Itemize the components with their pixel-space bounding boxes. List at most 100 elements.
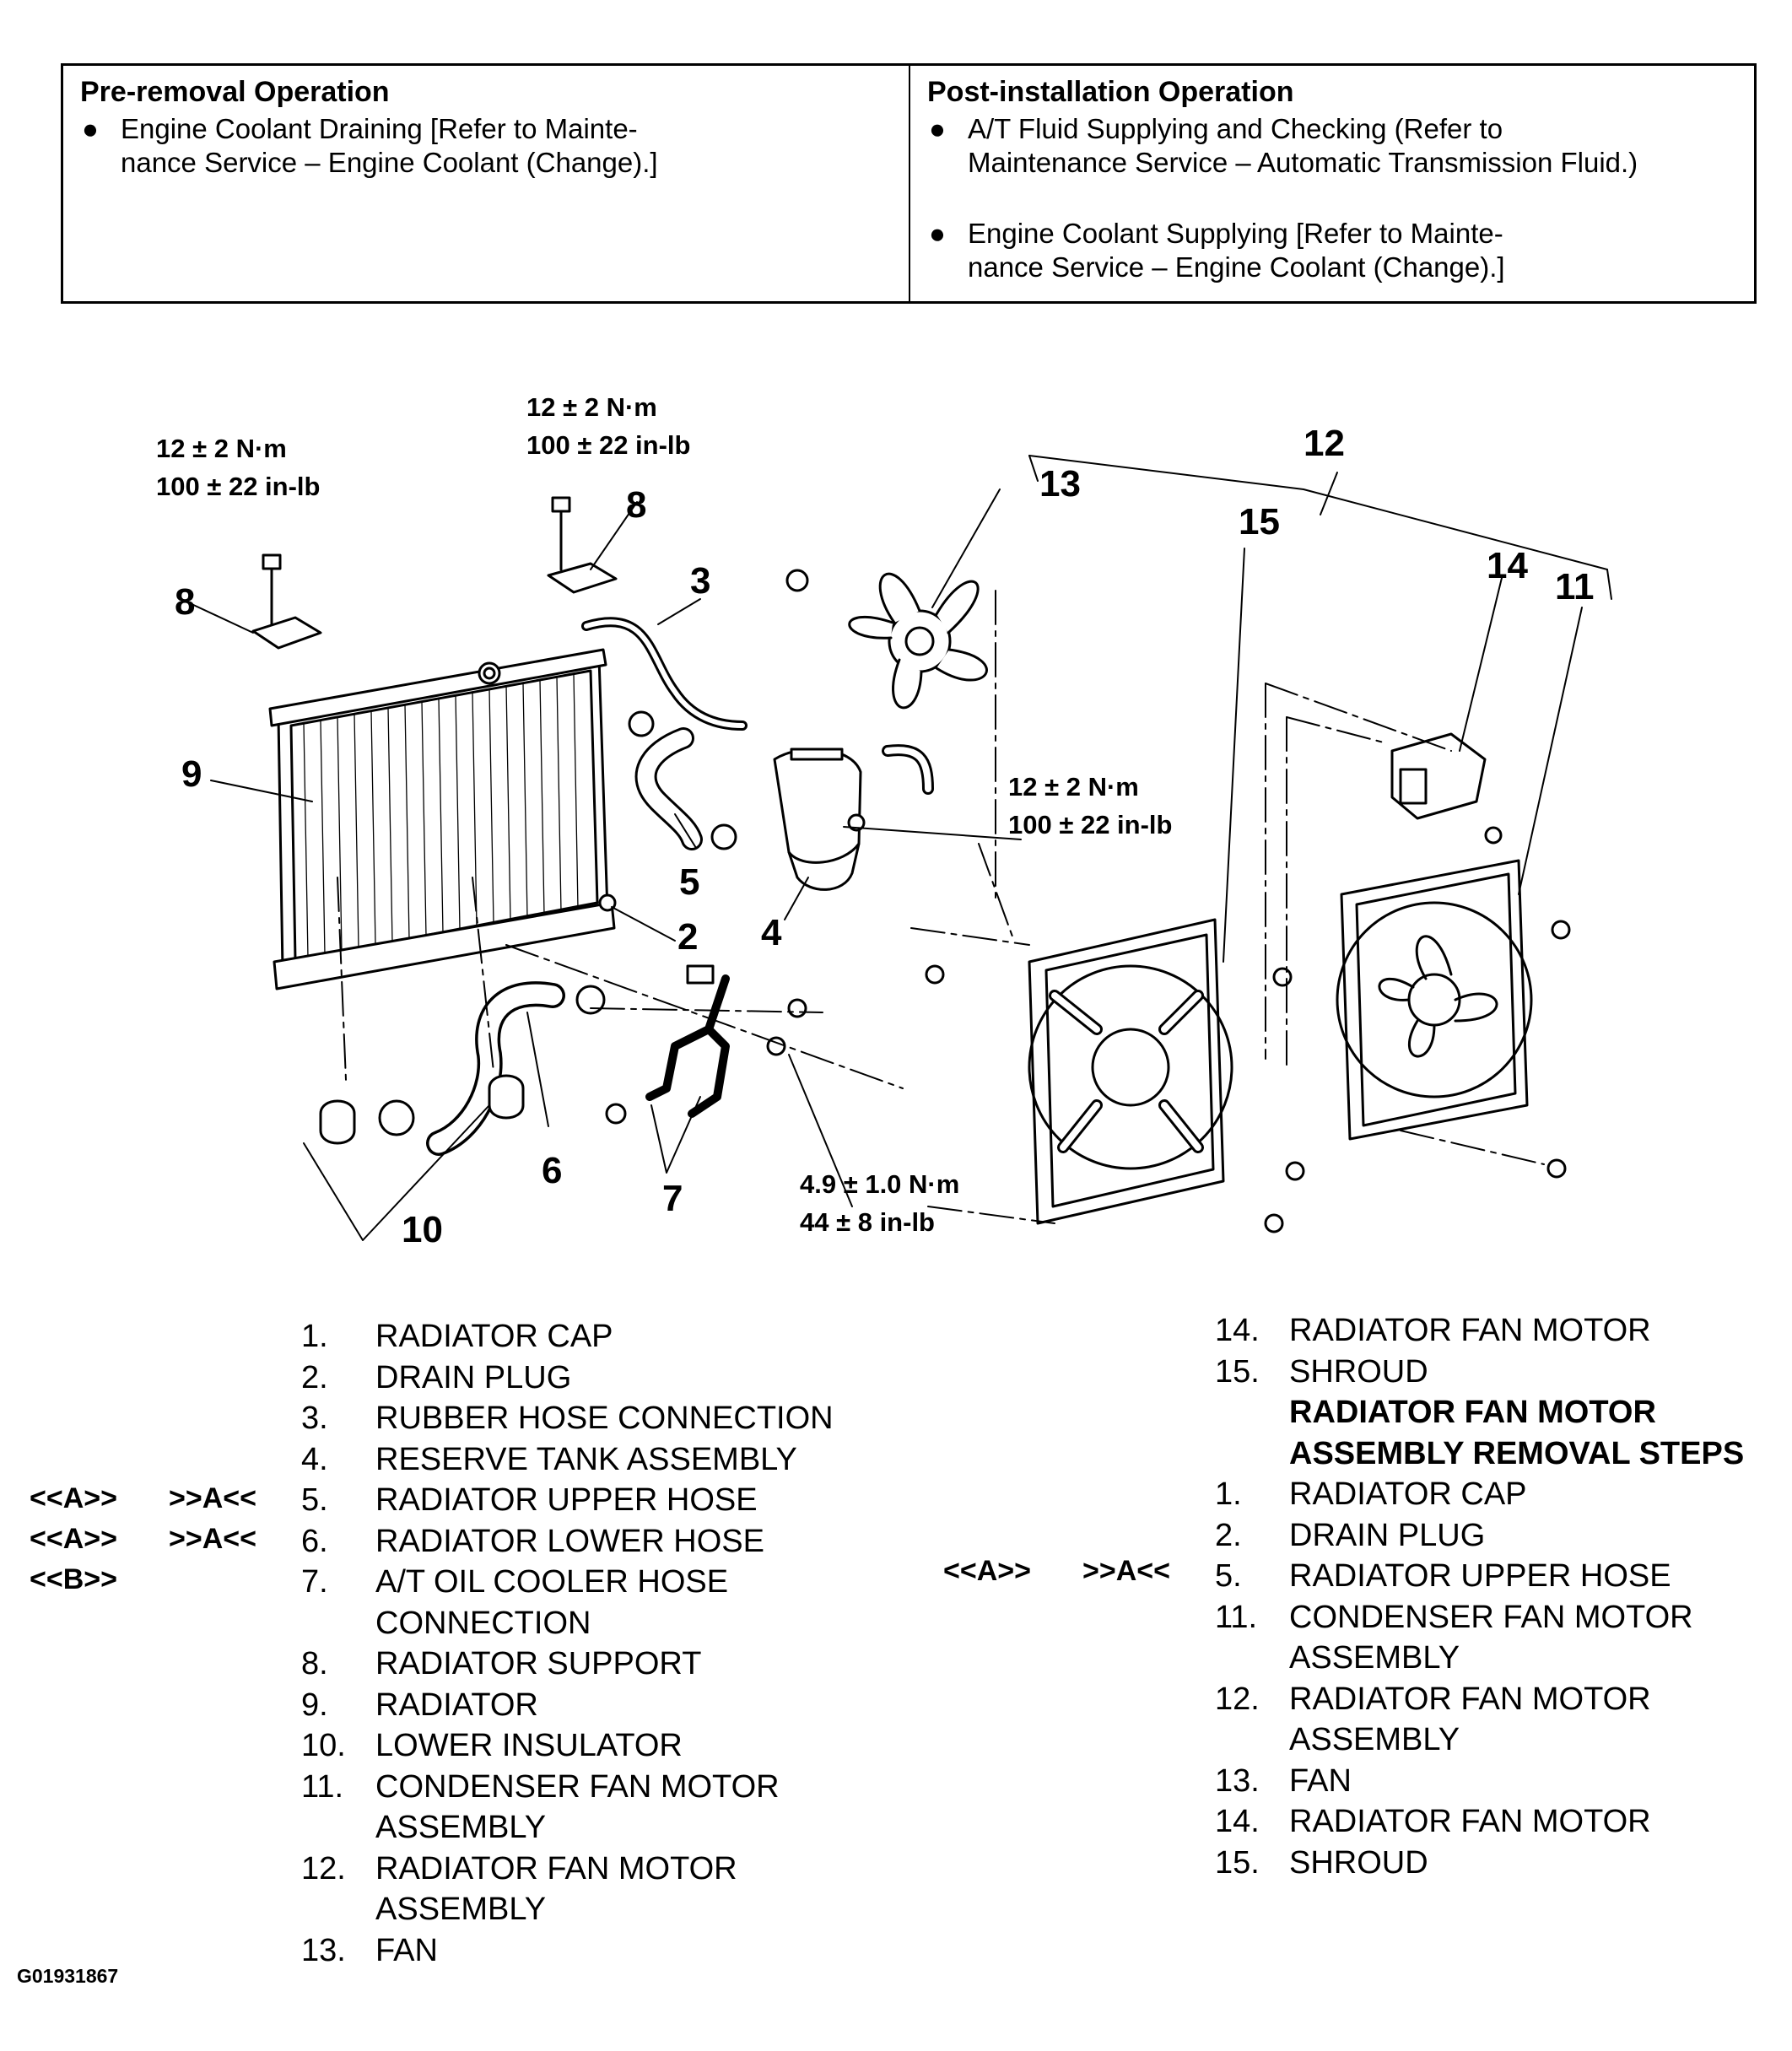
callout-5: 5 (679, 861, 699, 903)
legend-number: 13. (1215, 1762, 1260, 1799)
legend-item: 14.RADIATOR FAN MOTOR (1215, 1801, 1780, 1843)
legend-number: 4. (301, 1441, 328, 1477)
legend-number: 1. (1215, 1476, 1242, 1512)
post-installation-column: Post-installation Operation ● A/T Fluid … (910, 66, 1754, 301)
legend-item: 15.SHROUD (1215, 1352, 1780, 1393)
at-oil-cooler-hose (645, 974, 730, 1101)
legend-item: ASSEMBLY (301, 1807, 942, 1849)
radiator-fan-motor (1390, 732, 1487, 820)
legend-label: ASSEMBLY (1289, 1640, 1460, 1676)
callout-7: 7 (662, 1178, 683, 1219)
legend-label: RADIATOR FAN MOTOR (375, 1850, 737, 1886)
callout-11: 11 (1555, 566, 1595, 607)
torque-3-nm: 12 ± 2 N·m (1008, 772, 1139, 802)
tag-a-removal: <<A>> (943, 1555, 1031, 1587)
legend-item: ASSEMBLY (1215, 1719, 1780, 1761)
bullet-icon: ● (82, 113, 99, 144)
legend-item: 3. RUBBER HOSE CONNECTION (301, 1398, 942, 1439)
legend-item: 6. RADIATOR LOWER HOSE (301, 1521, 942, 1563)
legend-item: 13. FAN (301, 1930, 942, 1972)
legend-number: 15. (1215, 1844, 1260, 1881)
legend-label: FAN (1289, 1762, 1352, 1799)
legend-item: 10. LOWER INSULATOR (301, 1725, 942, 1767)
legend-label: RADIATOR CAP (1289, 1476, 1527, 1512)
legend-number: 2. (1215, 1517, 1242, 1553)
tag-b-removal: <<B>> (30, 1563, 117, 1595)
legend-item: 12. RADIATOR FAN MOTOR (301, 1849, 942, 1890)
legend-label: RUBBER HOSE CONNECTION (375, 1401, 834, 1436)
pre-removal-item: ● Engine Coolant Draining [Refer to Main… (80, 112, 892, 180)
lower-insulator-left (319, 1099, 356, 1145)
legend-number: 12. (301, 1850, 346, 1886)
torque-3-inlb: 100 ± 22 in-lb (1008, 810, 1172, 839)
fan-blade (785, 569, 988, 710)
legend-label: CONDENSER FAN MOTOR (375, 1768, 780, 1805)
legend-label: RESERVE TANK ASSEMBLY (375, 1441, 797, 1477)
legend-label: RADIATOR LOWER HOSE (375, 1523, 764, 1559)
legend-number: 13. (301, 1932, 346, 1968)
legend-label: ASSEMBLY (375, 1892, 547, 1927)
legend-item: 9.RADIATOR (301, 1685, 942, 1726)
torque-4-inlb: 44 ± 8 in-lb (800, 1207, 935, 1237)
radiator-support-right (547, 562, 618, 594)
legend-number: 15. (1215, 1353, 1260, 1390)
tag-a-install: >>A<< (169, 1523, 256, 1555)
legend-item: 7.A/T OIL COOLER HOSE (301, 1562, 942, 1603)
legend-label: FAN (375, 1932, 438, 1968)
callout-10: 10 (402, 1209, 443, 1250)
figure-id: G01931867 (17, 1965, 119, 1987)
tag-a-removal: <<A>> (30, 1482, 117, 1514)
radiator-shape (268, 648, 616, 990)
callout-8-left: 8 (175, 581, 195, 623)
condenser-fan-assembly (1336, 859, 1533, 1141)
legend-number: 1. (301, 1319, 328, 1354)
legend-item: 5.RADIATOR UPPER HOSE (301, 1480, 942, 1521)
legend-label: A/T OIL COOLER HOSE (375, 1564, 729, 1600)
legend-number: 2. (301, 1359, 328, 1395)
legend-item: 2. DRAIN PLUG (1215, 1515, 1780, 1557)
post-installation-item-text: Engine Coolant Supplying [Refer to Maint… (968, 218, 1505, 283)
legend-number: 3. (301, 1401, 328, 1436)
legend-number: 6. (301, 1523, 328, 1559)
pre-removal-item-text: Engine Coolant Draining [Refer to Mainte… (121, 113, 658, 178)
legend-label: DRAIN PLUG (375, 1359, 572, 1395)
legend-item: 11.CONDENSER FAN MOTOR (301, 1767, 942, 1808)
leader-lines (189, 455, 1612, 1241)
legend-label: ASSEMBLY (1289, 1722, 1460, 1757)
legend-item: 5. RADIATOR UPPER HOSE (1215, 1556, 1780, 1597)
torque-1-inlb: 100 ± 22 in-lb (156, 472, 320, 501)
legend-item: 13. FAN (1215, 1761, 1780, 1802)
radiator-support-left (251, 616, 322, 650)
bullet-icon: ● (929, 113, 946, 144)
legend-label: DRAIN PLUG (1289, 1517, 1486, 1553)
legend-label: RADIATOR (375, 1687, 538, 1723)
legend-number: 14. (1215, 1313, 1260, 1348)
legend-item: 14.RADIATOR FAN MOTOR (1215, 1310, 1780, 1352)
legend-number: 5. (301, 1482, 328, 1518)
legend-number: 11. (1215, 1599, 1258, 1635)
torque-2-inlb: 100 ± 22 in-lb (526, 430, 690, 460)
legend-item: 8. RADIATOR SUPPORT (301, 1643, 942, 1685)
component-legend-left: 1.RADIATOR CAP 2. DRAIN PLUG 3. RUBBER HOS… (301, 1316, 942, 1971)
post-installation-item: ● A/T Fluid Supplying and Checking (Refe… (927, 112, 1737, 180)
legend-label: SHROUD (1289, 1844, 1428, 1881)
legend-label: LOWER INSULATOR (375, 1728, 683, 1763)
callout-6: 6 (542, 1150, 562, 1191)
callout-2: 2 (677, 916, 698, 958)
legend-number: 5. (1215, 1558, 1242, 1594)
legend-number: 8. (301, 1646, 328, 1681)
legend-number: 14. (1215, 1804, 1260, 1839)
legend-item: 11.CONDENSER FAN MOTOR (1215, 1597, 1780, 1638)
callout-8-right: 8 (626, 484, 646, 526)
legend-label: ASSEMBLY (375, 1810, 547, 1845)
bullet-icon: ● (929, 218, 946, 249)
legend-label: RADIATOR FAN MOTOR (1289, 1681, 1651, 1717)
callout-12: 12 (1304, 423, 1345, 464)
legend-item: 1.RADIATOR CAP (301, 1316, 942, 1357)
legend-label: RADIATOR UPPER HOSE (1289, 1558, 1671, 1594)
legend-number: 10. (301, 1728, 346, 1763)
operations-table: Pre-removal Operation ● Engine Coolant D… (61, 63, 1757, 304)
post-installation-item-text: A/T Fluid Supplying and Checking (Refer … (968, 113, 1638, 178)
legend-label: RADIATOR SUPPORT (375, 1646, 702, 1681)
post-installation-item: ● Engine Coolant Supplying [Refer to Mai… (927, 217, 1737, 284)
